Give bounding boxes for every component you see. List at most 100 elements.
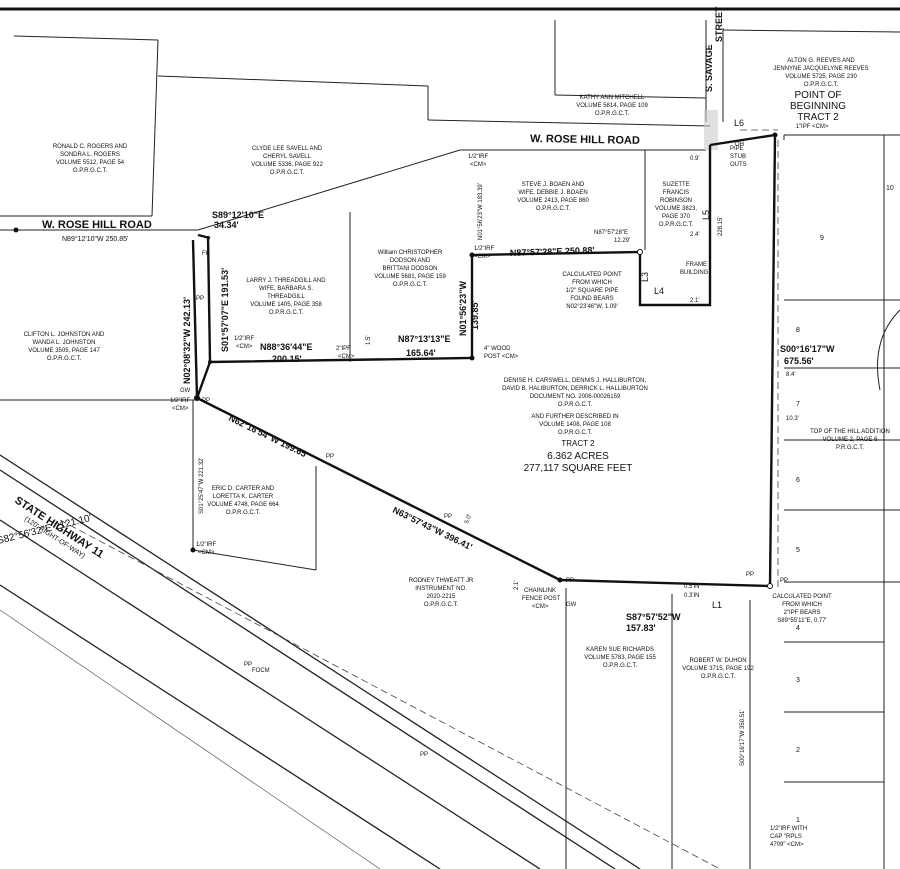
owner-robinson-line: SUZETTE <box>662 182 689 188</box>
lot-number: 6 <box>796 477 800 484</box>
utility-mark: PP <box>244 662 252 668</box>
cm-callout: <CM> <box>172 406 189 412</box>
owner-carswell-line: DAVID B. HALIBURTON, DERRICK L. HALLIBUR… <box>502 386 648 392</box>
calc-point-top: FOUND BEARS <box>570 296 613 302</box>
lot-number: 5 <box>796 547 800 554</box>
owner-savell-line: CHERYL SAVELL <box>263 154 312 160</box>
owner-dodson-line: BRITTANI DODSON <box>383 266 438 272</box>
owner-carswell-line: VOLUME 1408, PAGE 108 <box>539 422 611 428</box>
owner-dodson-line: DODSON AND <box>390 258 431 264</box>
dim-label: 1.5' <box>366 336 372 346</box>
owner-dodson-line: William CHRISTOPHER <box>378 250 443 256</box>
utility-mark: PP <box>196 296 204 302</box>
owner-carswell: DENISE H. CARSWELL, DENNIS J. HALLIBURTO… <box>502 378 648 436</box>
bearing-s89-top: S89°12'10"E <box>212 210 264 220</box>
bearing-n87-13-dist: 165.64' <box>406 348 436 358</box>
owner-dodson-line: VOLUME 5681, PAGE 159 <box>374 274 446 280</box>
owner-mitchell-line: O.P.R.G.C.T. <box>595 111 630 117</box>
owner-boaen-line: VOLUME 2413, PAGE 860 <box>517 198 589 204</box>
irf-callout: 1/2"IRF <box>170 398 190 404</box>
owner-carter-line: LORETTA K. CARTER <box>213 494 274 500</box>
owner-carswell-line: DOCUMENT NO. 2006-00026159 <box>530 394 621 400</box>
label-l6: L6 <box>734 118 744 128</box>
rose-hill-road-left <box>0 215 198 233</box>
owner-duhon-line: ROBERT W. DUHON <box>689 658 746 664</box>
calc-point-top: 1/2" SQUARE PIPE <box>566 288 619 294</box>
owner-carter-line: VOLUME 4748, PAGE 664 <box>207 502 279 508</box>
owner-threadgill-line: WIFE, BARBARA S. <box>259 286 313 292</box>
label-l1: L1 <box>712 600 722 610</box>
ipf-callout: 2"IPF <box>336 346 351 352</box>
owner-mitchell-line: VOLUME 5814, PAGE 109 <box>576 103 648 109</box>
owner-robinson-line: ROBINSON <box>660 198 692 204</box>
bearing-n88-dist: 200.15' <box>272 354 302 364</box>
utility-mark: GW <box>566 602 577 608</box>
owner-threatt-line: INSTRUMENT NO. <box>415 586 467 592</box>
tract-name: TRACT 2 <box>561 439 595 448</box>
chainlink-callout: <CM> <box>532 604 549 610</box>
bearing-n88: N88°36'44"E <box>260 342 313 352</box>
calc-point-top: CALCULATED POINT <box>562 272 622 278</box>
owner-boaen-line: O.P.R.G.C.T. <box>536 206 571 212</box>
owner-reeves-line: O.P.R.G.C.T. <box>804 82 839 88</box>
calc-point-top: FROM WHICH <box>572 280 612 286</box>
owner-carter: ERIC D. CARTER AND LORETTA K. CARTER VOL… <box>207 486 279 516</box>
owner-carswell-line: AND FURTHER DESCRIBED IN <box>531 414 618 420</box>
dim-label: 8.4' <box>786 372 796 378</box>
owner-boaen-line: WIFE, DEBBIE J. BOAEN <box>518 190 587 196</box>
bearing-n01-56: N01°56'23"W <box>458 280 468 336</box>
parcel-lines <box>0 20 900 869</box>
pob-line: BEGINNING <box>790 101 846 112</box>
calc-point-bottom: CALCULATED POINT <box>772 594 832 600</box>
owner-threadgill-line: O.P.R.G.C.T. <box>269 310 304 316</box>
state-highway <box>0 454 721 869</box>
label-l4: L4 <box>654 286 664 296</box>
owner-threadgill: LARRY J. THREADGILL AND WIFE, BARBARA S.… <box>246 278 326 316</box>
owner-carter-line: O.P.R.G.C.T. <box>226 510 261 516</box>
owner-richards: KAREN SUE RICHARDS VOLUME 5783, PAGE 155… <box>584 647 656 669</box>
lot-number: 2 <box>796 747 800 754</box>
irf-callout: 1/2"IRF <box>196 542 216 548</box>
owner-carswell-line: DENISE H. CARSWELL, DENNIS J. HALLIBURTO… <box>504 378 646 384</box>
owner-robinson: SUZETTE FRANCIS ROBINSON VOLUME 3823, PA… <box>655 182 697 228</box>
savage-street-label-2: STREET <box>714 6 724 42</box>
utility-mark: GW <box>180 388 191 394</box>
owner-threadgill-line: LARRY J. THREADGILL AND <box>246 278 326 284</box>
pipe-stub-callout: OUTS <box>730 162 747 168</box>
pipe-stub-callout: STUB <box>730 154 746 160</box>
bearing-s87-dist: 157.83' <box>626 623 656 633</box>
rose-hill-road-left-label: W. ROSE HILL ROAD <box>42 219 152 231</box>
dim-label: 5.0' <box>464 514 473 525</box>
bearing-n89-left: N89°12'10"W 250.85' <box>62 235 128 243</box>
owner-johnston-line: CLIFTON L. JOHNSTON AND <box>24 332 105 338</box>
wood-post-callout: POST <CM> <box>484 354 519 360</box>
rose-hill-road-top <box>427 119 711 151</box>
bearing-s00-dist: 675.56' <box>784 356 814 366</box>
owner-threatt-line: RODNEY THWEATT JR <box>409 578 474 584</box>
owner-threatt-line: 2020-2215 <box>427 594 456 600</box>
label-l5: L5 <box>701 210 711 220</box>
bearing-s01-57: S01°57'07"E 191.53' <box>220 268 230 352</box>
lot-numbers: 10 9 8 7 6 5 4 3 2 1 <box>796 185 894 824</box>
owner-rogers-line: O.P.R.G.C.T. <box>73 168 108 174</box>
owner-johnston-line: O.P.R.G.C.T. <box>47 356 82 362</box>
dim-label: 2.1' <box>514 581 520 591</box>
owner-top-of-hill: TOP OF THE HILL ADDITION VOLUME 2, PAGE … <box>810 429 890 451</box>
savage-street <box>704 20 724 150</box>
frame-building-callout: FRAME <box>686 262 707 268</box>
tract-sqft: 277,117 SQUARE FEET <box>524 463 633 474</box>
bearing-s00-bottom: S00°16'17"W 350.51' <box>740 709 746 766</box>
owner-duhon-line: O.P.R.G.C.T. <box>701 674 736 680</box>
utility-mark: PP <box>780 578 788 584</box>
bearing-n87-57-small: N87°57'28"E <box>594 230 628 236</box>
lot-number: 7 <box>796 401 800 408</box>
bearing-l5-dist: 228.15' <box>718 217 724 237</box>
overhead-lines <box>740 129 779 590</box>
owner-boaen-line: STEVE J. BOAEN AND <box>522 182 585 188</box>
owner-threatt-line: O.P.R.G.C.T. <box>424 602 459 608</box>
irf-callout: 1/2"IRF <box>468 154 488 160</box>
owner-reeves: ALTON G. REEVES AND JENNYNE JACQUELYNE R… <box>773 58 868 88</box>
tract-summary: TRACT 2 6.362 ACRES 277,117 SQUARE FEET <box>524 439 633 474</box>
dim-label: 0.5'IN <box>684 584 700 590</box>
